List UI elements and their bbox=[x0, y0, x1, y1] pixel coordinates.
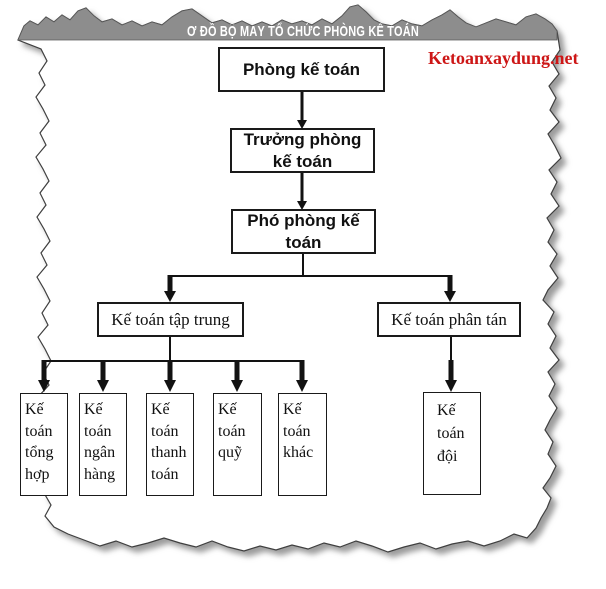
node-phong-ke-toan: Phòng kế toán bbox=[218, 47, 385, 92]
node-label: Kế toán thanh toán bbox=[151, 401, 187, 483]
node-pho-phong-ke-toan: Phó phòng kế toán bbox=[231, 209, 376, 254]
node-truong-phong-ke-toan: Trưởng phòng kế toán bbox=[230, 128, 375, 173]
node-ke-toan-quy: Kế toán quỹ bbox=[213, 393, 262, 496]
connector-pho-taptrung bbox=[164, 275, 176, 302]
connector-truong-pho bbox=[297, 173, 307, 210]
node-label: Kế toán quỹ bbox=[218, 401, 246, 462]
arrowhead bbox=[445, 380, 457, 392]
node-label: Kế toán ngân hàng bbox=[84, 401, 116, 483]
arrowhead bbox=[97, 380, 109, 392]
connector-taptrung-nganhang bbox=[97, 360, 109, 392]
node-ke-toan-doi: Kế toán đội bbox=[423, 392, 481, 495]
node-ke-toan-tap-trung: Kế toán tập trung bbox=[97, 302, 244, 337]
connector-pho-split bbox=[170, 254, 450, 277]
node-label: Phòng kế toán bbox=[242, 59, 361, 79]
node-label: Kế toán tập trung bbox=[111, 309, 230, 329]
node-label: Kế toán đội bbox=[437, 402, 465, 466]
arrowhead bbox=[297, 201, 307, 210]
node-ke-toan-phan-tan: Kế toán phân tán bbox=[377, 302, 521, 337]
connector-phantan-doi bbox=[445, 336, 457, 392]
node-label: Phó phòng kế toán bbox=[247, 211, 360, 252]
arrowhead bbox=[297, 120, 307, 129]
title-banner bbox=[17, 4, 558, 41]
banner-title-text: Ơ ĐỒ BỘ MÁY TỔ CHỨC PHÒNG KẾ TOÁN bbox=[187, 22, 419, 40]
connector-taptrung-thanhtoan bbox=[164, 360, 176, 392]
arrowhead bbox=[38, 380, 50, 392]
node-ke-toan-thanh-toan: Kế toán thanh toán bbox=[146, 393, 194, 496]
arrowhead bbox=[164, 380, 176, 392]
node-ke-toan-khac: Kế toán khác bbox=[278, 393, 327, 496]
arrowhead bbox=[231, 380, 243, 392]
arrowhead bbox=[296, 380, 308, 392]
connector-taptrung-quy bbox=[231, 360, 243, 392]
arrowhead bbox=[164, 291, 176, 302]
node-ke-toan-tong-hop: Kế toán tổng hợp bbox=[20, 393, 68, 496]
node-ke-toan-ngan-hang: Kế toán ngân hàng bbox=[79, 393, 127, 496]
arrowhead bbox=[444, 291, 456, 302]
connector-phong-truong bbox=[297, 92, 307, 129]
connector-taptrung-tonghop bbox=[38, 360, 50, 392]
connector-taptrung-khac bbox=[296, 360, 308, 392]
node-label: Trưởng phòng kế toán bbox=[243, 130, 362, 171]
node-label: Kế toán khác bbox=[283, 401, 314, 462]
node-label: Kế toán phân tán bbox=[391, 309, 507, 329]
node-label: Kế toán tổng hợp bbox=[25, 401, 54, 483]
site-watermark: Ketoanxaydung.net bbox=[428, 48, 579, 68]
connector-pho-phantan bbox=[444, 275, 456, 302]
connector-taptrung-split bbox=[44, 337, 302, 362]
